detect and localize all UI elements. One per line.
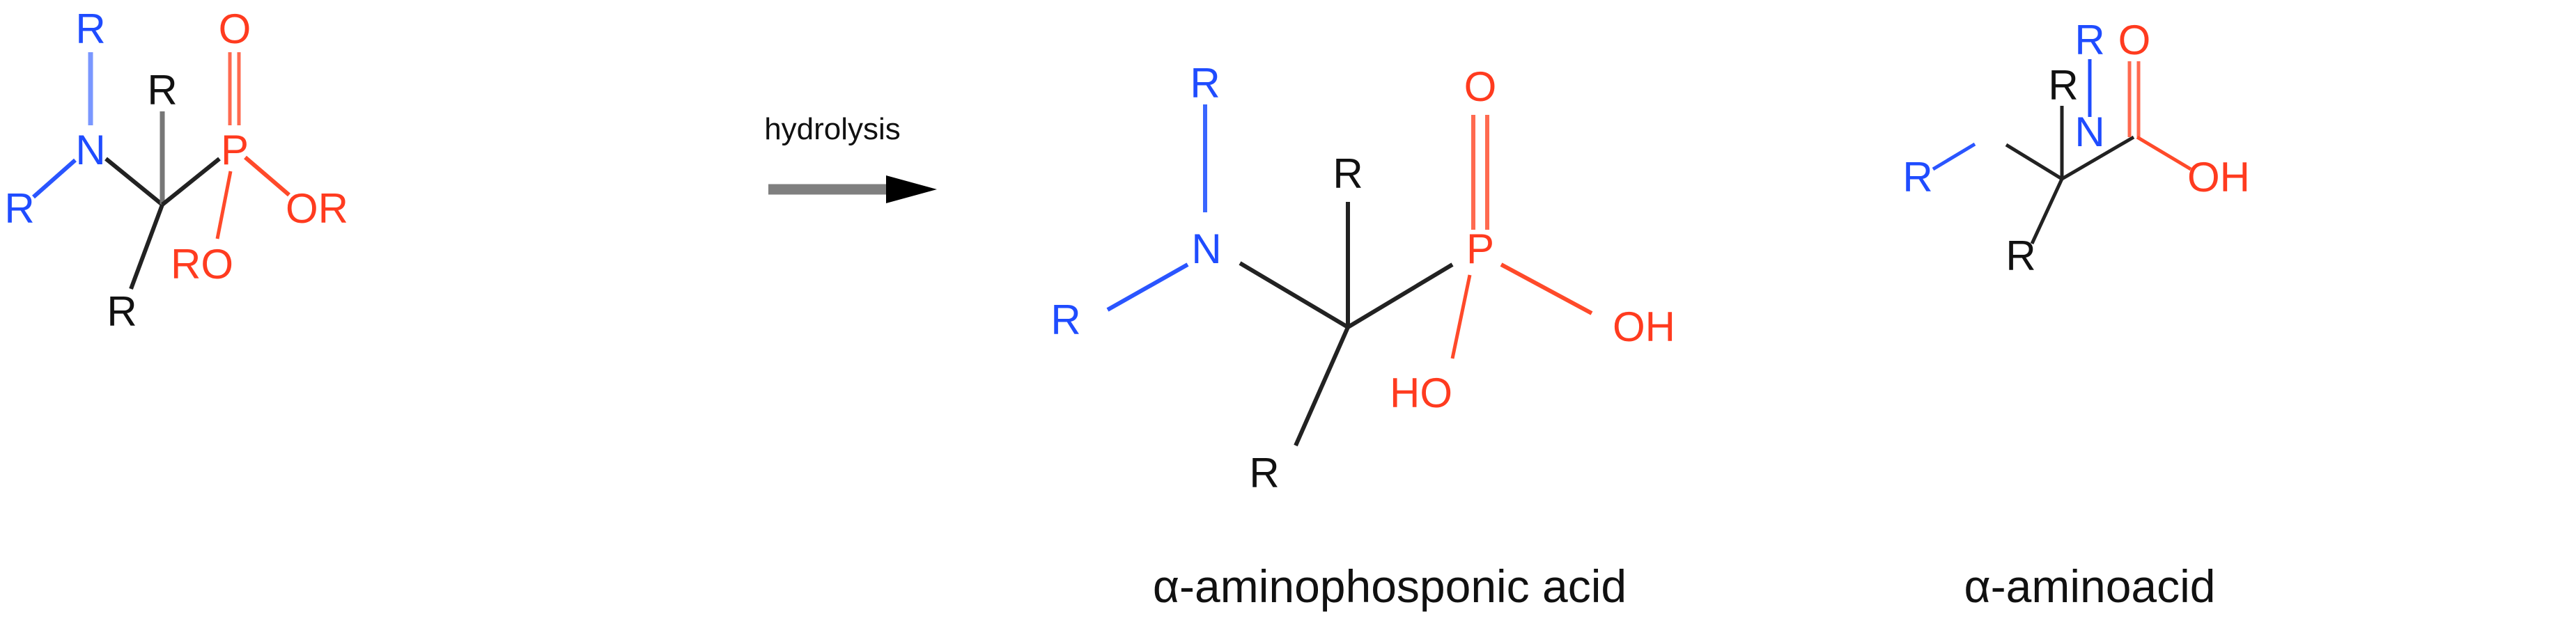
atom-r: R	[1902, 154, 1932, 200]
atom-r: R	[2074, 17, 2104, 63]
caption-aminophosphonic-acid: α-aminophosponic acid	[1153, 560, 1627, 612]
bond-p-oh	[1500, 262, 1593, 315]
atom-r: R	[2005, 233, 2035, 279]
bond-n-r-left	[1106, 262, 1189, 312]
bond-n-c	[1239, 261, 1349, 329]
bond-c-cooh	[2061, 135, 2135, 181]
bond-n-c	[2005, 143, 2063, 181]
atom-r: R	[75, 6, 105, 52]
atom-n: N	[75, 127, 105, 173]
bond-c-p	[1347, 262, 1454, 329]
atom-p: P	[221, 127, 249, 173]
atom-n: N	[2074, 109, 2104, 155]
reactant-structure: R N R R R O P OR RO	[4, 6, 348, 335]
reaction-arrow: hydrolysis	[764, 112, 937, 203]
bond-n-r-left	[32, 158, 77, 199]
atom-r: R	[1050, 297, 1080, 343]
atom-r: R	[1249, 450, 1279, 496]
bond-c-oh	[2136, 135, 2192, 171]
atom-r: R	[1190, 60, 1220, 107]
caption-aminoacid: α-aminoacid	[1964, 560, 2216, 612]
atom-r: R	[147, 67, 177, 113]
atom-o: O	[219, 6, 251, 52]
bond-n-c	[104, 157, 164, 207]
atom-or: OR	[286, 185, 348, 232]
atom-o: O	[1464, 63, 1497, 110]
product-aminophosphonic-acid: R N R R R O P OH HO α-aminophosponic aci…	[1050, 60, 1675, 612]
atom-ro: RO	[171, 241, 233, 288]
bond-p-ro	[215, 171, 233, 239]
atom-p: P	[1466, 226, 1494, 272]
product-aminoacid: R N R R R O OH α-aminoacid	[1902, 17, 2250, 612]
atom-r: R	[4, 185, 34, 232]
atom-oh: OH	[1613, 304, 1675, 350]
bond-c-r-bottom	[129, 203, 164, 290]
atom-r: R	[2048, 62, 2078, 109]
atom-ho: HO	[1390, 370, 1452, 416]
atom-oh: OH	[2187, 154, 2250, 200]
atom-r: R	[1333, 150, 1363, 197]
bond-p-or	[244, 155, 290, 197]
arrow-head-icon	[886, 175, 937, 203]
bond-n-r-left	[1932, 142, 1976, 171]
bond-c-r-bottom	[1294, 326, 1350, 447]
bond-c-p	[161, 157, 221, 207]
bond-p-ho	[1450, 274, 1472, 359]
bond-c-r-bottom	[2030, 178, 2064, 245]
atom-r: R	[107, 288, 137, 335]
atom-o: O	[2118, 17, 2151, 63]
atom-n: N	[1191, 226, 1221, 272]
reagent-label: hydrolysis	[764, 112, 901, 146]
